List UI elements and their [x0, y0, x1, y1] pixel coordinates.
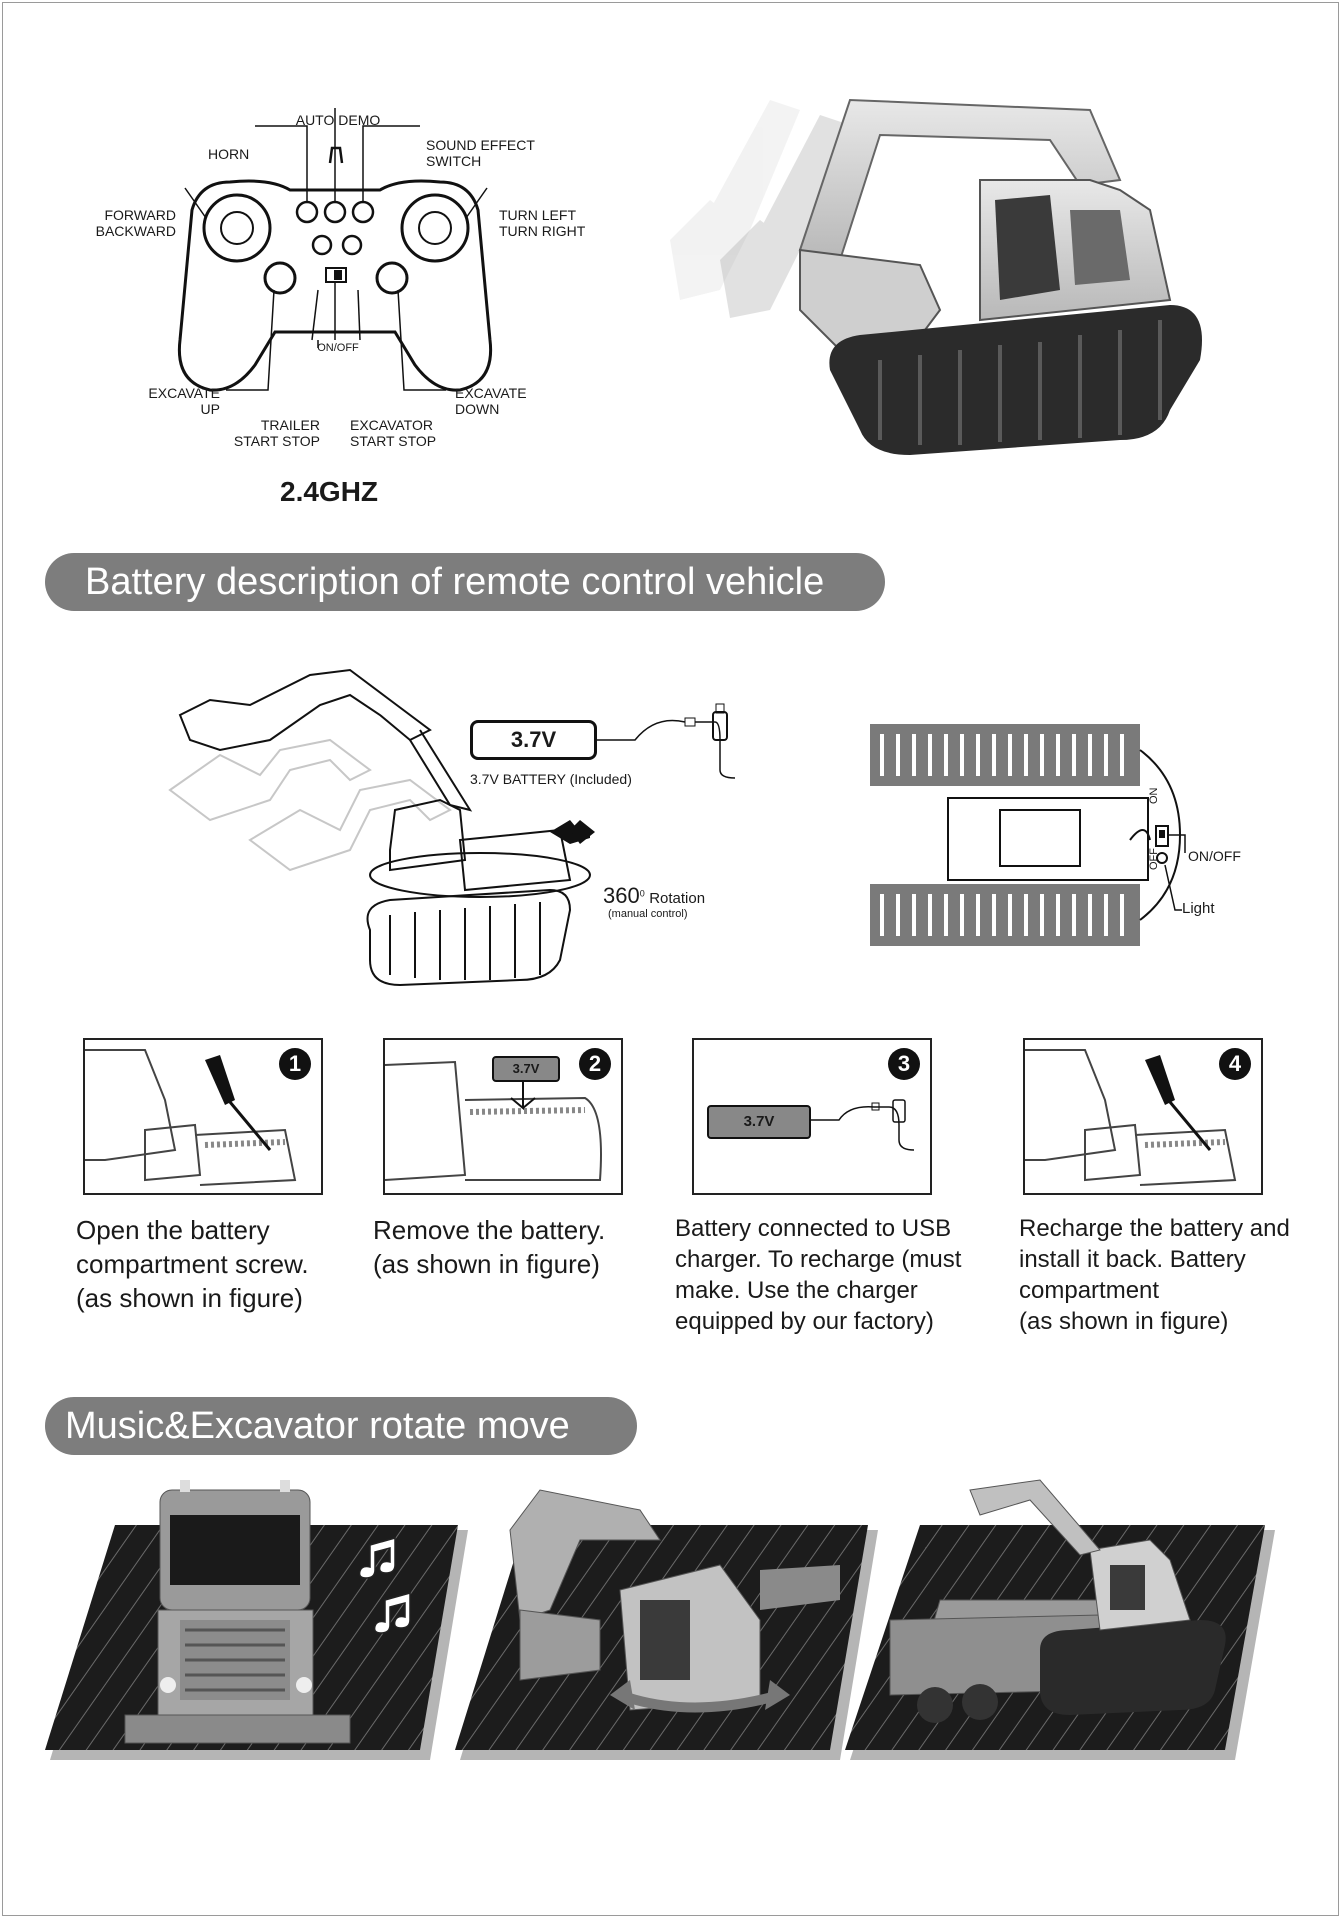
battery-caption: 3.7V BATTERY (Included) [470, 771, 632, 787]
step-3-number: 3 [888, 1048, 920, 1080]
rotating-excavator-photo [509, 1489, 840, 1713]
switch-on-label: ON [1148, 787, 1160, 805]
on-off-switch [1155, 825, 1169, 847]
battery-section-banner: Battery description of remote control ve… [45, 553, 885, 611]
music-section-banner: Music&Excavator rotate move [45, 1397, 637, 1455]
step-1-figure: 1 [83, 1038, 323, 1195]
switch-off-label: OFF [1148, 848, 1160, 870]
light-label: Light [1182, 900, 1215, 917]
rotation-label: 3600 Rotation [603, 883, 706, 908]
excavator-label: EXCAVATOR START STOP [350, 417, 437, 449]
controller-body [177, 179, 493, 392]
step-2-figure: 3.7V 2 [383, 1038, 623, 1195]
turn-label: TURN LEFT TURN RIGHT [499, 207, 586, 239]
trailer-label: TRAILER START STOP [233, 417, 320, 449]
music-note-icons [358, 1537, 411, 1634]
excavator-tracks [829, 305, 1202, 455]
excavate-down-button [375, 261, 409, 295]
step-2-number: 2 [579, 1048, 611, 1080]
frequency-label: 2.4GHZ [280, 476, 379, 507]
rotation-note: (manual control) [608, 908, 688, 920]
battery-excavator-diagram [168, 668, 595, 987]
left-stick-ring [202, 193, 272, 263]
horn-label: HORN [208, 146, 250, 162]
truck-front-photo [124, 1480, 351, 1744]
step-3-battery: 3.7V [707, 1105, 811, 1139]
on-off-label: ON/OFF [317, 342, 359, 354]
step-2-battery: 3.7V [492, 1056, 560, 1082]
sound-button [351, 200, 375, 224]
tracks-outline [366, 888, 572, 987]
power-switch [325, 267, 347, 283]
light-indicator [1156, 852, 1168, 864]
excavate-up-label: EXCAVATE UP [148, 385, 220, 417]
body-outline [458, 828, 572, 892]
step-4-figure: 4 [1023, 1038, 1263, 1195]
step-1-number: 1 [279, 1048, 311, 1080]
auto-demo-label: AUTO DEMO [295, 112, 381, 128]
bottom-photo-strip [45, 1479, 1275, 1760]
excavate-up-button [263, 261, 297, 295]
excavator-photo [670, 98, 1202, 455]
step-3-figure: 3.7V 3 [692, 1038, 932, 1195]
remote-controller-diagram [177, 108, 493, 392]
sound-effect-label: SOUND EFFECT SWITCH [426, 137, 535, 169]
horn-button [295, 200, 319, 224]
on-off-switch-label: ON/OFF [1188, 848, 1241, 864]
chassis-bottom-diagram [870, 724, 1186, 946]
forward-backward-label: FORWARD BACKWARD [95, 207, 176, 239]
battery-block: 3.7V [470, 720, 597, 760]
battery-cover [947, 797, 1149, 881]
right-stick-ring [400, 193, 470, 263]
usb-charger-cable [595, 703, 736, 779]
step-2-text: Remove the battery.(as shown in figure) [373, 1215, 606, 1279]
step-4-number: 4 [1219, 1048, 1251, 1080]
rotation-ellipse [369, 852, 591, 898]
cab-outline [389, 798, 467, 872]
arm-outline [178, 668, 432, 752]
excavate-down-label: EXCAVATE DOWN [455, 385, 527, 417]
excavator-on-trailer-photo [889, 1479, 1226, 1723]
auto-demo-button [323, 200, 347, 224]
